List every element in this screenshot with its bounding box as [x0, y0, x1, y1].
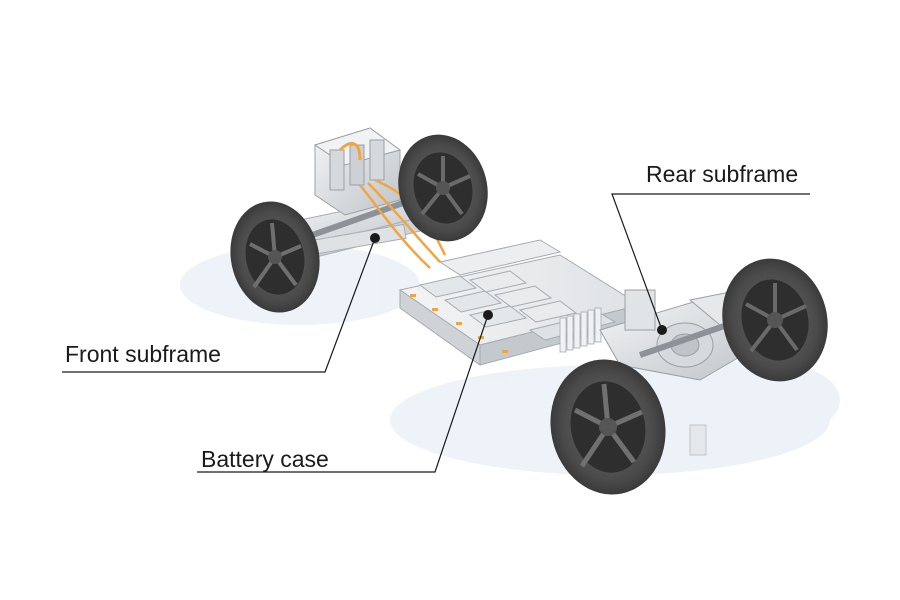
wheel-front-left — [230, 201, 320, 313]
battery-case — [398, 239, 642, 366]
label-rear-subframe: Rear subframe — [646, 161, 799, 187]
marker-front-subframe — [370, 233, 380, 243]
label-battery-case: Battery case — [201, 446, 329, 472]
wheel-front-right — [398, 134, 488, 242]
leader-rear-subframe — [611, 193, 810, 331]
wheel-rear-left — [550, 359, 666, 495]
leader-front-subframe — [62, 237, 376, 373]
wheel-rear-right — [722, 258, 828, 382]
rear-subframe — [599, 289, 801, 456]
marker-battery-case — [483, 310, 493, 320]
leader-battery-case — [197, 314, 489, 473]
label-front-subframe: Front subframe — [65, 341, 221, 367]
marker-rear-subframe — [657, 325, 667, 335]
